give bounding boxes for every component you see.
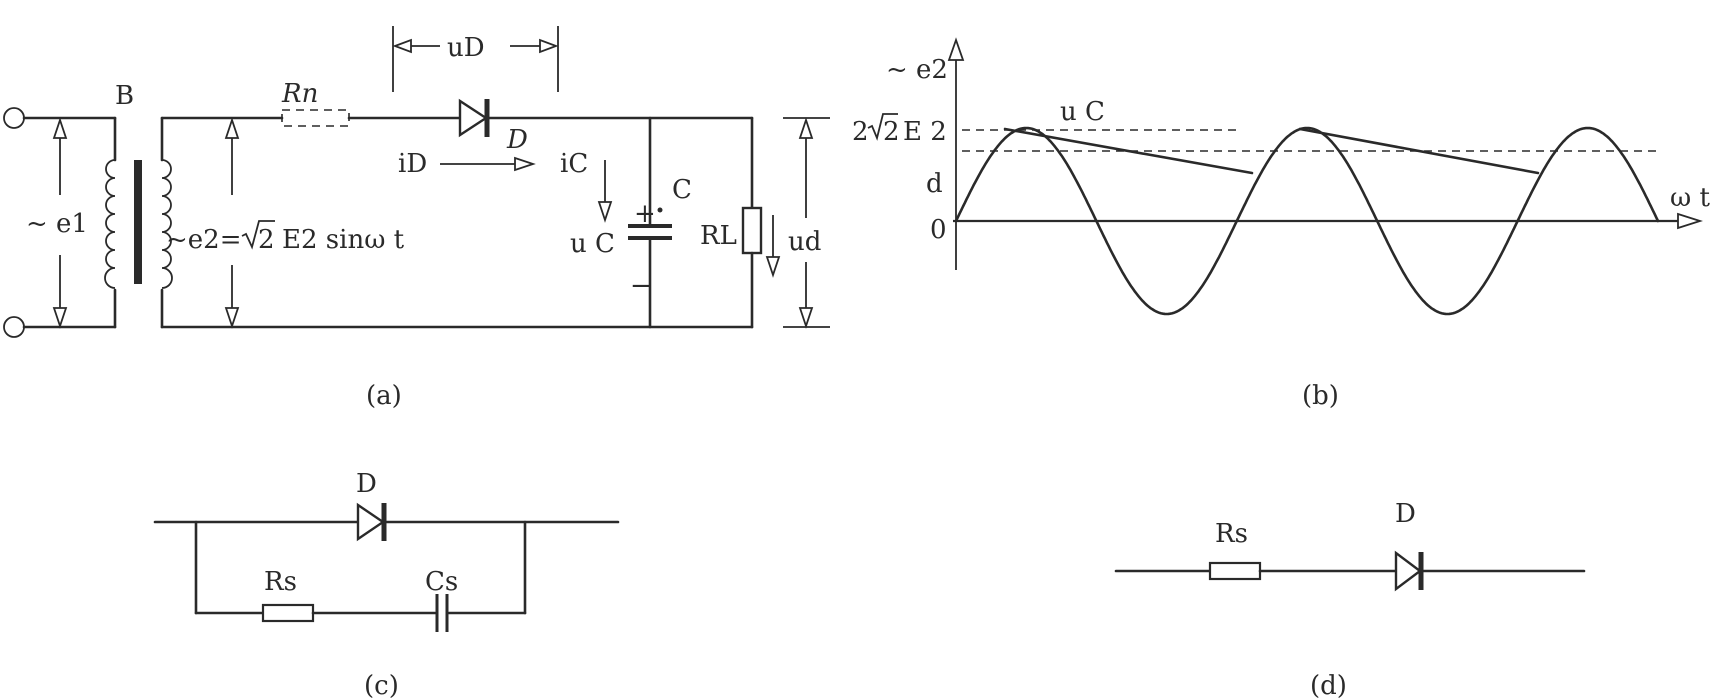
capacitor-voltage-label: u C — [570, 229, 615, 259]
caption-a: (a) — [366, 381, 402, 411]
main-diode-icon — [458, 98, 489, 138]
diode-current-label: iD — [398, 149, 427, 179]
ud-diode-voltage-label: uD — [447, 33, 485, 63]
load-resistor — [741, 206, 763, 255]
input-terminal-top — [3, 107, 25, 129]
uc-curve-label: u C — [1060, 97, 1105, 127]
secondary-coil — [161, 159, 173, 289]
figure-a-rectifier-circuit: B ~ e1 ~e2= 2 E2 sinω t Rn uD D iD iC C … — [3, 26, 830, 411]
input-terminal-bottom — [3, 316, 25, 338]
capacitor-plus-sign: + — [634, 199, 656, 229]
primary-voltage-label: ~ e1 — [26, 209, 88, 239]
figure-b-waveform: ~ e2 2 2 E 2 u C d 0 ω t (b) — [852, 37, 1710, 411]
secondary-formula-label: E2 sinω t — [282, 225, 405, 255]
caption-c: (c) — [364, 671, 399, 698]
caption-d: (d) — [1310, 671, 1347, 698]
rn-label: Rn — [281, 79, 318, 109]
x-axis-label: ω t — [1670, 183, 1710, 213]
rs-resistor-c — [261, 603, 315, 623]
capacitor-label: C — [672, 175, 692, 205]
rs-label-c: Rs — [264, 567, 297, 597]
caption-b: (b) — [1302, 381, 1339, 411]
output-voltage-label: ud — [788, 227, 821, 257]
peak-label-suffix: E 2 — [903, 117, 947, 147]
uc-ripple-line — [1003, 127, 1540, 175]
origin-label: 0 — [930, 215, 947, 245]
rs-label-d: Rs — [1215, 519, 1248, 549]
d-label: d — [926, 169, 943, 199]
diode-label: D — [506, 125, 528, 155]
y-axis-label: ~ e2 — [886, 55, 948, 85]
cs-label-c: Cs — [425, 567, 458, 597]
secondary-voltage-label: ~e2= — [166, 225, 242, 255]
rn-resistor — [281, 109, 350, 127]
peak-label-sqrt: 2 — [883, 117, 900, 147]
snubber-diode-icon — [356, 502, 386, 542]
diode-label-c: D — [356, 469, 377, 499]
rs-resistor-d — [1208, 561, 1262, 581]
secondary-sqrt-value: 2 — [258, 225, 275, 255]
capacitor-current-label: iC — [560, 149, 588, 179]
load-resistor-label: RL — [700, 221, 737, 251]
transformer-core — [134, 160, 142, 284]
diode-icon-d — [1394, 550, 1422, 592]
peak-label-prefix: 2 — [852, 117, 869, 147]
figure-c-rc-snubber: D Rs Cs (c) — [153, 469, 620, 698]
figure-d-series-resistor: Rs D (d) — [1114, 499, 1586, 698]
capacitor-minus-sign: − — [630, 271, 652, 301]
diode-label-d: D — [1395, 499, 1416, 529]
primary-coil — [104, 159, 116, 289]
transformer-label: B — [115, 81, 134, 111]
e2-sine-wave — [954, 126, 1660, 316]
